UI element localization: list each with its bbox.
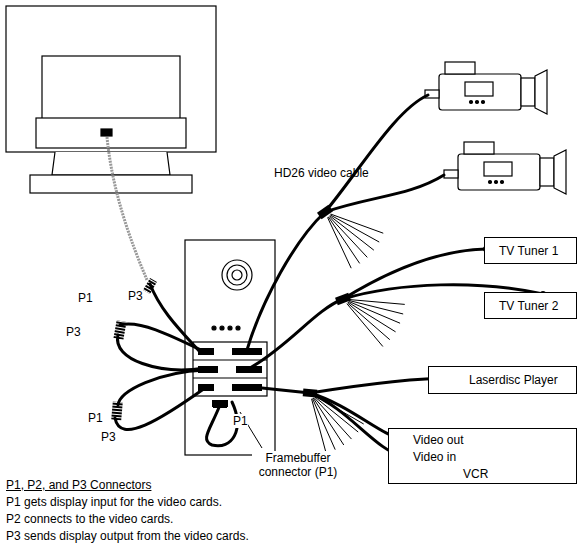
device-box: TV Tuner 2 — [484, 292, 577, 319]
breakout — [317, 205, 333, 220]
camera-viewfinder — [445, 62, 475, 74]
breakout-wire — [329, 216, 367, 257]
breakout-wires — [312, 214, 405, 453]
breakout-wire — [312, 399, 326, 453]
monitor-panel — [36, 118, 186, 148]
device-label: Laserdisc Player — [469, 373, 558, 387]
hd26-cable — [262, 388, 310, 393]
fan — [232, 270, 242, 280]
camera-panel — [484, 162, 512, 176]
tuner-cable — [343, 249, 486, 299]
monitor-port — [101, 129, 112, 136]
breakout-wire — [330, 216, 374, 250]
connector-label: P1 — [78, 291, 93, 305]
p1-p3-connector — [111, 402, 123, 421]
breakout-wire — [348, 302, 395, 332]
breakout-wire — [312, 398, 335, 449]
breakout-wire — [314, 397, 351, 439]
device-label: Video in — [413, 450, 456, 464]
p1-connector — [213, 400, 227, 408]
breakout-wire — [349, 301, 401, 323]
breakout-connectors — [111, 205, 351, 421]
breakout-wire — [348, 303, 390, 340]
hd26-cable — [247, 212, 325, 350]
camera-lens — [521, 78, 535, 106]
camera-body — [458, 154, 540, 190]
device-label: VCR — [463, 467, 488, 481]
loop-cable — [118, 370, 205, 405]
camera-panel — [465, 82, 493, 96]
loop-cable — [115, 388, 205, 429]
p1-p3-connector — [114, 320, 127, 339]
breakout-wire — [347, 304, 383, 347]
camera-lens-hood — [535, 70, 547, 114]
camera-body — [439, 74, 521, 110]
camera-button — [501, 181, 504, 184]
part-label: HD26 video cable — [274, 166, 369, 180]
p3-connector — [143, 278, 157, 294]
note-text: P1 gets display input for the video card… — [6, 495, 222, 509]
slot-divider — [193, 377, 267, 378]
device-box: TV Tuner 1 — [484, 237, 577, 264]
camera-lens — [540, 158, 554, 186]
monitor-base — [30, 175, 192, 193]
indicator-dot — [228, 326, 232, 330]
device-box: Laserdisc Player — [428, 366, 577, 394]
camera-button — [489, 181, 492, 184]
breakout-wire — [315, 397, 359, 432]
slot-divider — [193, 359, 267, 360]
breakout-wire — [328, 217, 359, 263]
breakout-wire — [328, 217, 352, 268]
monitor-housing — [6, 6, 216, 152]
camera-cable — [325, 175, 444, 212]
breakout-wire — [349, 300, 405, 305]
connector-label: P1 — [88, 411, 103, 425]
connector-label: P3 — [101, 430, 116, 444]
connector-port — [232, 384, 262, 391]
device-label: TV Tuner 2 — [499, 299, 558, 313]
device-label: TV Tuner 1 — [499, 244, 558, 258]
camera-button — [470, 101, 473, 104]
camera-jack — [444, 170, 458, 178]
camera-cable — [325, 95, 428, 212]
camera-lens-hood — [554, 150, 566, 194]
indicator-dot — [220, 326, 224, 330]
part-label: Framebuffer connector (P1) — [252, 451, 344, 479]
loop-cable — [117, 335, 205, 370]
monitor-cable — [107, 137, 147, 280]
camera-button — [495, 181, 498, 184]
breakout-wire — [331, 214, 384, 233]
card-connectors — [198, 348, 262, 407]
fan — [222, 260, 252, 290]
device-box: Video outVideo in VCR — [388, 428, 577, 484]
framebuffer-port — [212, 400, 228, 407]
monitor-cable-p3 — [150, 284, 200, 352]
note-text: P3 sends display output from the video c… — [6, 529, 249, 543]
indicator-dot — [212, 326, 216, 330]
camera-button — [482, 101, 485, 104]
camcorder — [425, 62, 547, 114]
indicator-dot — [236, 326, 240, 330]
cables — [115, 95, 543, 457]
note-text: P2 connects to the video cards. — [6, 512, 173, 526]
camera-button — [476, 101, 479, 104]
connector-label: P1 — [233, 414, 248, 428]
connector-label: P3 — [128, 289, 143, 303]
device-label: Video out — [413, 433, 464, 447]
camera-viewfinder — [464, 142, 494, 154]
camcorder — [444, 142, 566, 194]
fan — [227, 265, 247, 285]
hd26-cable — [250, 299, 343, 368]
connector-label: P3 — [66, 325, 81, 339]
loop-cable — [120, 324, 205, 352]
note-text: P1, P2, and P3 Connectors — [6, 478, 151, 492]
